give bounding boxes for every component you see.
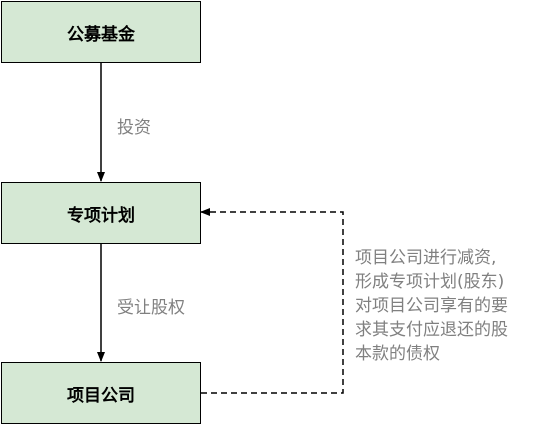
note-line: 求其支付应退还的股 bbox=[355, 320, 508, 340]
edge-label-equity-transfer: 受让股权 bbox=[117, 298, 185, 318]
note-line: 项目公司进行减资, bbox=[355, 248, 497, 268]
node-public-fund: 公募基金 bbox=[1, 1, 201, 63]
edge-company-to-plan bbox=[200, 208, 344, 394]
note-line: 对项目公司享有的要 bbox=[355, 296, 508, 316]
node-project-company-label: 项目公司 bbox=[67, 385, 135, 406]
node-project-company: 项目公司 bbox=[1, 362, 201, 424]
note-line: 本款的债权 bbox=[355, 344, 440, 364]
edge-label-invest: 投资 bbox=[117, 118, 151, 138]
capital-reduction-note: 项目公司进行减资, 形成专项计划(股东) 对项目公司享有的要 求其支付应退还的股… bbox=[355, 246, 555, 366]
node-special-plan: 专项计划 bbox=[1, 182, 201, 244]
note-line: 形成专项计划(股东) bbox=[355, 272, 505, 292]
node-special-plan-label: 专项计划 bbox=[67, 205, 135, 226]
node-public-fund-label: 公募基金 bbox=[67, 24, 135, 45]
